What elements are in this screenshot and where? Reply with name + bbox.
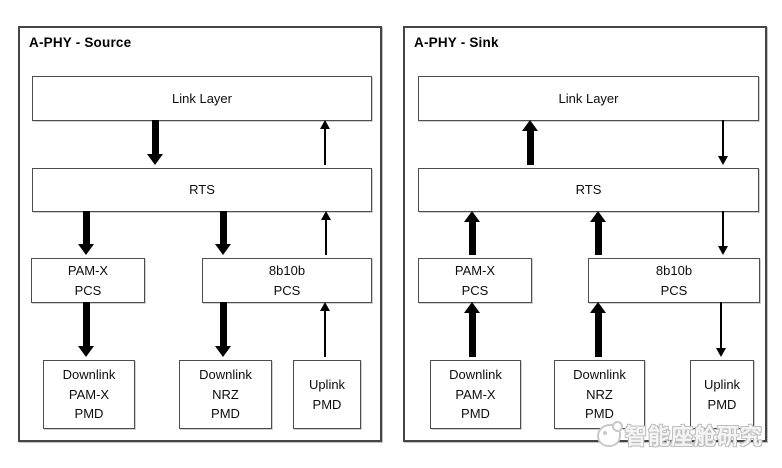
source-uplink-pmd-line1: Uplink <box>308 377 346 392</box>
sink-downlink-nrz-pmd-line1: Downlink <box>573 367 626 383</box>
sink-pam-x-pcs-line2: PCS <box>461 282 489 298</box>
source-pam-x-pcs-line2: PCS <box>74 282 102 298</box>
sink-rts-box: RTS <box>418 168 759 212</box>
sink-rts-label: RTS <box>575 182 602 198</box>
sink-pam-x-pcs-line1: PAM-X <box>454 263 496 278</box>
sink-8b10b-pcs-line2: PCS <box>660 282 688 298</box>
sink-downlink-nrz-pmd-box: Downlink NRZ PMD <box>554 360 645 429</box>
sink-downlink-pam-x-pmd-line2: PAM-X <box>455 386 496 402</box>
source-8b10b-pcs-line2: PCS <box>273 282 301 298</box>
panel-sink-title: A-PHY - Sink <box>414 35 499 50</box>
source-pam-x-pcs-box: PAM-X PCS <box>31 258 145 303</box>
sink-downlink-nrz-pmd-line2: NRZ <box>586 386 613 402</box>
source-downlink-pam-x-pmd-line3: PMD <box>74 406 104 422</box>
source-link-layer-label: Link Layer <box>172 90 232 106</box>
sink-downlink-pam-x-pmd-line3: PMD <box>461 406 490 422</box>
source-rts-box: RTS <box>32 168 372 212</box>
sink-8b10b-pcs-box: 8b10b PCS <box>588 258 760 303</box>
sink-downlink-pam-x-pmd-line1: Downlink <box>449 367 502 383</box>
sink-downlink-nrz-pmd-line3: PMD <box>585 406 614 422</box>
source-downlink-nrz-pmd-line2: NRZ <box>212 386 239 402</box>
watermark-logo-icon <box>597 420 623 447</box>
sink-link-layer-box: Link Layer <box>418 76 759 121</box>
source-downlink-nrz-pmd-line3: PMD <box>211 406 240 422</box>
sink-uplink-pmd-line1: Uplink <box>703 377 741 392</box>
source-downlink-pam-x-pmd-line1: Downlink <box>62 367 116 383</box>
sink-pam-x-pcs-box: PAM-X PCS <box>418 258 532 303</box>
sink-8b10b-pcs-line1: 8b10b <box>655 263 693 278</box>
sink-uplink-pmd-box: Uplink PMD <box>690 360 754 429</box>
source-uplink-pmd-box: Uplink PMD <box>293 360 361 429</box>
source-8b10b-pcs-box: 8b10b PCS <box>202 258 372 303</box>
source-rts-label: RTS <box>189 182 215 198</box>
source-pam-x-pcs-line1: PAM-X <box>67 263 109 278</box>
source-downlink-nrz-pmd-box: Downlink NRZ PMD <box>179 360 272 429</box>
source-downlink-nrz-pmd-line1: Downlink <box>199 367 252 383</box>
watermark: 智能座舱研究 <box>597 419 763 451</box>
source-downlink-pam-x-pmd-box: Downlink PAM-X PMD <box>43 360 135 429</box>
panel-source-title: A-PHY - Source <box>29 35 132 50</box>
sink-downlink-pam-x-pmd-box: Downlink PAM-X PMD <box>430 360 521 429</box>
source-downlink-pam-x-pmd-line2: PAM-X <box>68 386 110 402</box>
source-link-layer-box: Link Layer <box>32 76 372 121</box>
panel-aphy-sink: A-PHY - Sink Link Layer RTS PAM-X PCS 8b… <box>403 26 767 442</box>
source-8b10b-pcs-line1: 8b10b <box>268 263 306 278</box>
sink-link-layer-label: Link Layer <box>558 90 619 106</box>
sink-uplink-pmd-line2: PMD <box>707 396 737 412</box>
source-uplink-pmd-line2: PMD <box>312 396 342 412</box>
panel-aphy-source: A-PHY - Source Link Layer RTS PAM-X PCS … <box>18 26 382 442</box>
watermark-text: 智能座舱研究 <box>625 424 764 449</box>
